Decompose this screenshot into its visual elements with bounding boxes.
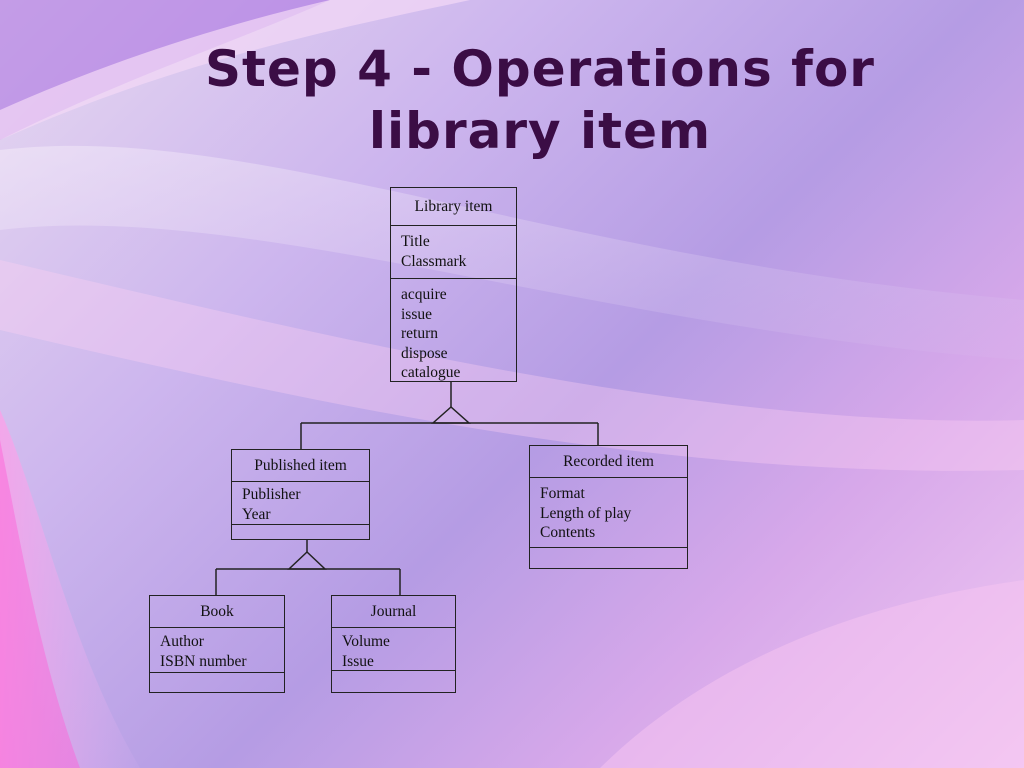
attribute: Publisher	[242, 486, 301, 503]
attribute: Title	[401, 233, 430, 250]
title-line-2: library item	[368, 102, 712, 160]
class-library-item[interactable]: Library item Title Classmark acquire iss…	[390, 187, 517, 382]
attribute: Year	[242, 505, 271, 523]
operation: dispose	[401, 344, 448, 362]
attribute: ISBN number	[160, 652, 247, 670]
class-operations	[332, 671, 455, 677]
operation: catalogue	[401, 364, 461, 381]
class-attributes: Volume Issue	[332, 628, 455, 671]
class-published-item[interactable]: Published item Publisher Year	[231, 449, 370, 540]
attribute: Format	[540, 485, 585, 502]
attribute: Author	[160, 633, 204, 650]
class-name: Published item	[232, 450, 369, 482]
attribute: Issue	[342, 652, 374, 670]
class-journal[interactable]: Journal Volume Issue	[331, 595, 456, 693]
class-name: Journal	[332, 596, 455, 628]
generalization-arrow-library-item	[431, 405, 471, 424]
operation: return	[401, 325, 439, 342]
class-attributes: Title Classmark	[391, 226, 516, 279]
class-operations	[232, 525, 369, 531]
title-line-1: Step 4 - Operations for	[205, 40, 875, 98]
generalization-arrow-published-item	[287, 550, 327, 570]
operation: acquire	[401, 286, 447, 303]
attribute: Classmark	[401, 252, 467, 270]
class-book[interactable]: Book Author ISBN number	[149, 595, 285, 693]
class-name: Library item	[391, 188, 516, 226]
class-operations	[530, 548, 687, 554]
class-operations: acquire issue return dispose catalogue	[391, 279, 516, 383]
attribute: Contents	[540, 524, 596, 541]
attribute: Length of play	[540, 504, 632, 522]
class-attributes: Publisher Year	[232, 482, 369, 525]
class-attributes: Author ISBN number	[150, 628, 284, 673]
class-operations	[150, 673, 284, 679]
class-recorded-item[interactable]: Recorded item Format Length of play Cont…	[529, 445, 688, 569]
slide-title: Step 4 - Operations for library item	[150, 38, 930, 162]
class-attributes: Format Length of play Contents	[530, 478, 687, 548]
class-name: Book	[150, 596, 284, 628]
attribute: Volume	[342, 633, 390, 650]
class-name: Recorded item	[530, 446, 687, 478]
operation: issue	[401, 305, 432, 323]
